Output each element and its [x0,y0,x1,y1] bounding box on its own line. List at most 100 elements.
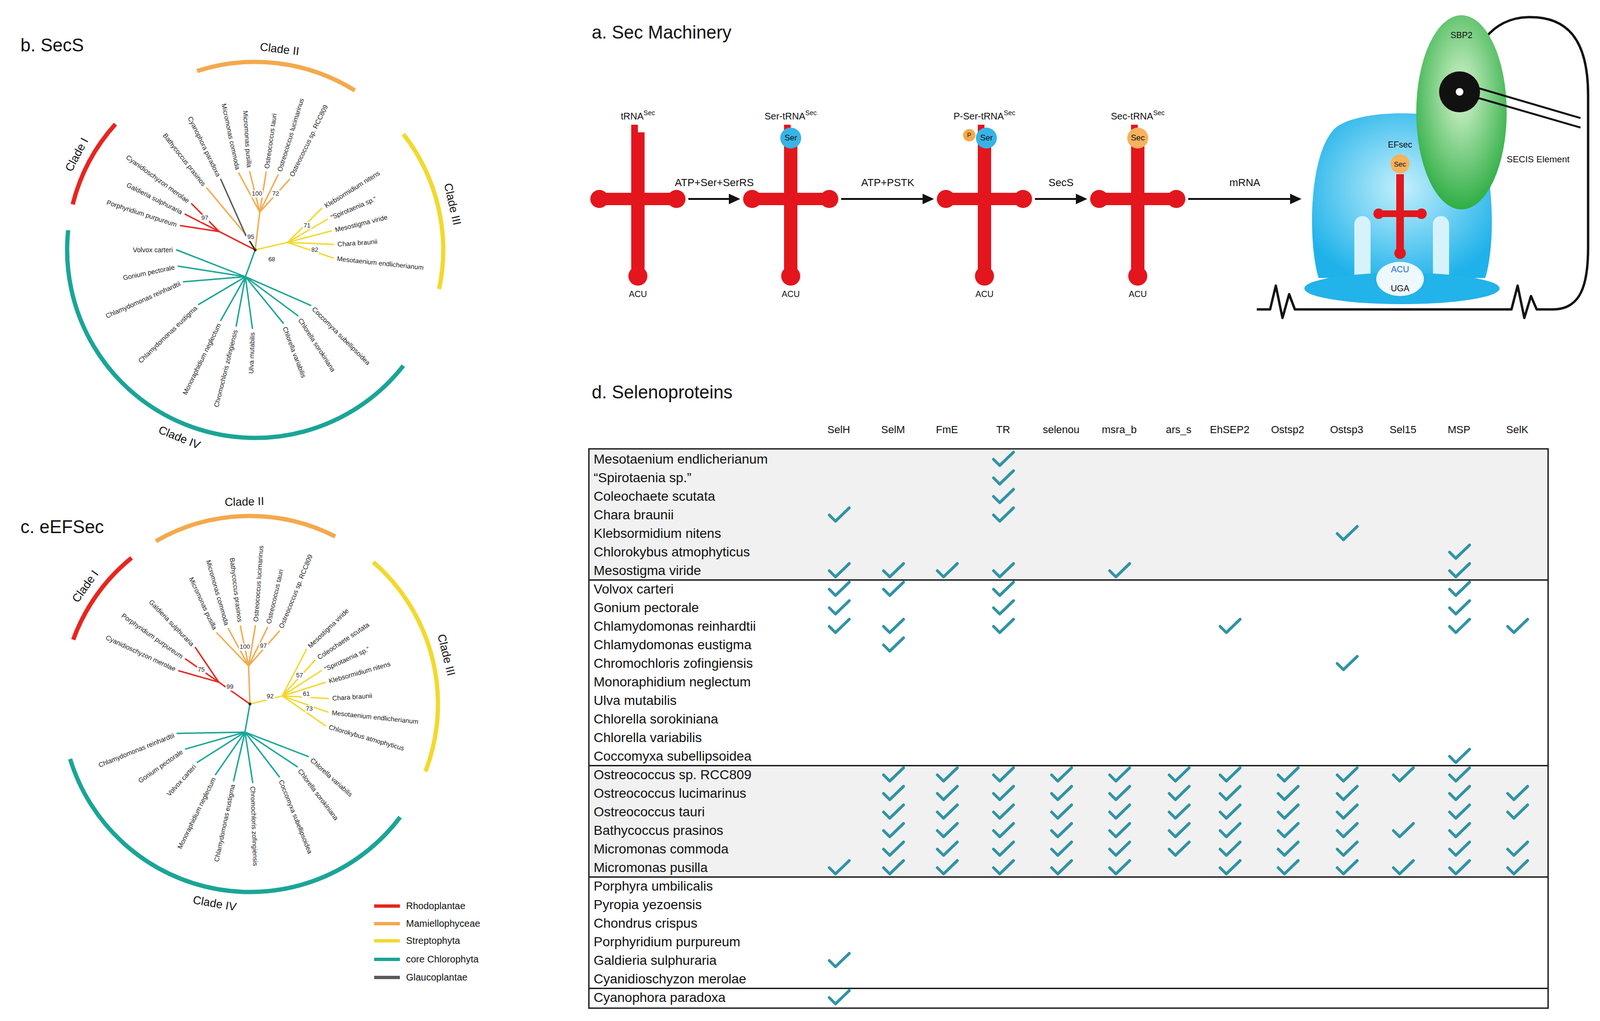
taxon-label: Chara braunii [331,691,373,703]
bootstrap-value: 100 [250,190,264,198]
row-label: Cyanophora paradoxa [593,990,726,1006]
bootstrap-value: 99 [225,683,235,691]
tree-branch [245,732,253,783]
molecule-name: Sec-tRNA [1111,110,1154,122]
residue-bead: Sec [1390,154,1410,174]
tree-branch [248,665,250,705]
check-mark [937,804,958,819]
bootstrap-value: 82 [310,246,319,254]
tree-branch [245,704,250,733]
anticodon: ACU [781,289,800,300]
check-mark [1449,842,1470,856]
panel-title: b. SecS [20,35,84,57]
taxon-label: Ostreococcus tauri [262,112,279,169]
row-label: Micromonas pusilla [593,860,708,876]
tree-branch [197,732,246,763]
trna-shape [743,124,839,316]
clade-arc [69,759,400,893]
check-mark [1449,804,1470,819]
tree-branch [195,647,219,683]
bootstrap-value: 97 [200,214,209,222]
tree-branch [287,230,332,243]
check-mark [937,860,958,875]
tree-branch [178,266,246,277]
arrow-shaft [688,198,731,200]
taxon-label: Chlamydomonas eustigma [212,784,237,863]
bead-label: Ser [784,133,797,143]
row-label: Micromonas commoda [593,841,729,857]
trna-loop [1394,247,1406,259]
tree-branch [198,276,246,305]
check-mark [1337,767,1358,782]
tree-branch [191,203,220,232]
check-mark [1278,804,1299,819]
trna-stem [752,192,830,206]
panel-title: d. Selenoproteins [591,382,733,404]
legend-label: Streptophyta [406,935,460,947]
taxon-label: Micromonas pusilla [241,110,253,169]
molecule-superscript: Sec [1003,109,1016,117]
trna-shape [590,124,686,316]
trna-loop [590,189,609,209]
check-mark [1393,767,1414,782]
bootstrap-value: 73 [305,705,314,713]
trna-loop [781,266,801,286]
arrow-head [1075,193,1088,205]
taxon-label: Chlamydomonas eustigma [136,304,199,365]
legend-swatch [374,904,400,908]
column-header: Ostsp3 [1330,423,1364,436]
row-label: Cyanidioschyzon merolae [593,971,747,987]
trna-title: Sec-tRNASec [1111,110,1165,122]
tree-branch [248,631,280,666]
molecule-superscript: Sec [1152,109,1165,117]
check-mark [1220,804,1241,819]
row-label: Mesotaenium endlicherianum [593,451,768,468]
taxon-label: Chlorella variabilis [280,325,308,379]
taxon-label: Mesotaenium endlicherianum [336,254,425,272]
arrow-shaft [1034,198,1078,200]
molecule-name: tRNA [620,110,644,122]
protein-name: SBP2 [1450,30,1473,41]
tree-branch [259,179,290,213]
taxon-label: Volvox carteri [132,246,173,254]
clade-label: Clade I [69,567,102,606]
taxon-label: Porphyridium purpureum [120,611,185,661]
molecule-name: Ser-tRNA [764,110,806,122]
phosphate-bead: P [963,129,976,142]
trna-loop [974,266,994,286]
residue-bead: Sec [1127,127,1149,149]
reaction-arrow [841,193,935,205]
molecule-superscript: Sec [643,109,656,117]
check-mark [829,619,850,633]
check-mark [937,786,958,800]
bootstrap-value: 61 [301,690,311,698]
row-label: Mesostigma viride [593,563,702,579]
edge-label: ATP+PSTK [860,176,915,189]
check-mark [993,767,1014,782]
check-mark [1278,786,1299,800]
tree-branch [287,219,328,243]
bead-label: Ser [980,133,993,143]
anticodon: ACU [628,289,647,300]
clade-label: Clade IV [191,893,238,914]
arrow-head [1290,193,1302,205]
column-header: EhSEP2 [1210,423,1250,436]
bead-label: Sec [1131,133,1145,143]
check-mark [1169,804,1190,819]
trna-loop [1128,266,1148,286]
trna-title: Ser-tRNASec [764,110,817,122]
check-mark [1109,860,1130,875]
taxon-label: Chara braunii [337,237,378,249]
check-mark [1220,842,1241,856]
taxon-label: Bathycoccus prasinos [228,557,245,623]
check-mark [1109,842,1130,856]
legend-label: Rhodoplantae [406,900,466,912]
taxon-label: Ulva mutabilis [247,332,257,375]
check-mark [1337,804,1358,819]
check-mark [1337,786,1358,800]
trna-loop [628,266,648,286]
check-mark [1507,860,1528,875]
trna-shape [936,124,1033,316]
check-mark [937,842,958,856]
secis-line [1473,86,1581,119]
